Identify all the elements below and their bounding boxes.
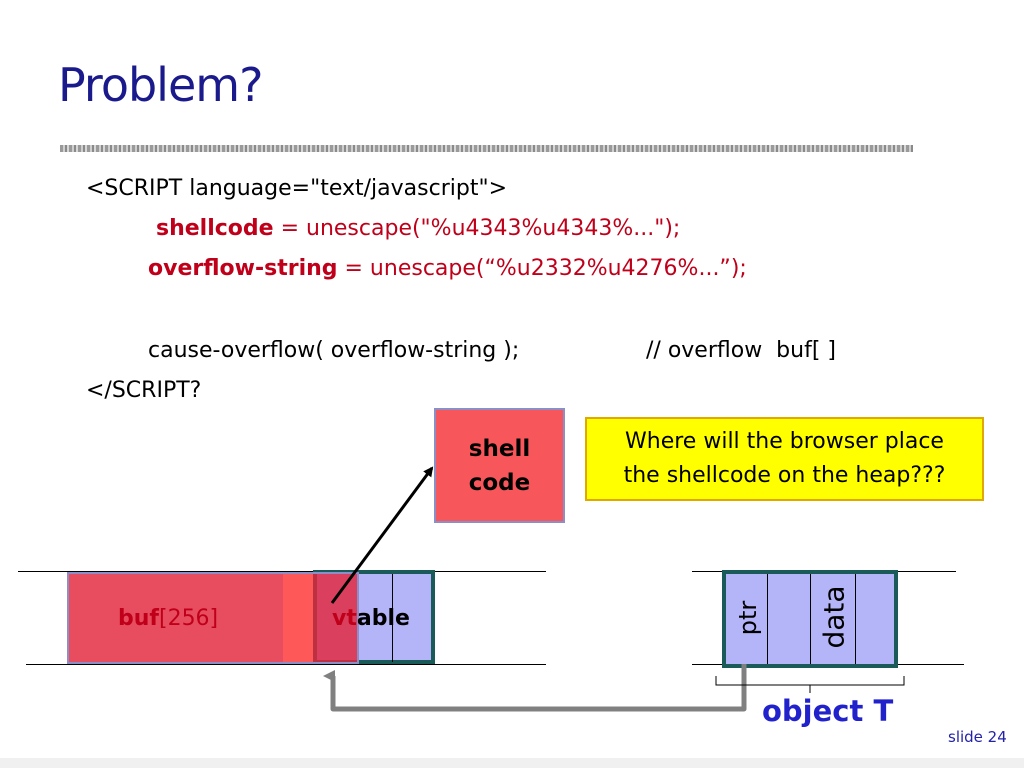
shellcode-box-line1: shell bbox=[468, 435, 531, 462]
slide-title: Problem? bbox=[58, 58, 263, 112]
code-line-cause-overflow: cause-overflow( overflow-string ); bbox=[148, 338, 520, 363]
code-line-shellcode: shellcode = unescape("%u4343%u4343%...")… bbox=[156, 216, 680, 241]
heap-line-top-left bbox=[18, 571, 546, 572]
vtable-divider bbox=[392, 574, 393, 662]
buffer-name: buf bbox=[118, 606, 159, 631]
vtable-label-overwritten: vt bbox=[332, 606, 357, 631]
heap-line-bottom-left bbox=[26, 664, 546, 665]
buffer-label: buf[256] bbox=[118, 606, 218, 631]
code-line-overflow-string: overflow-string = unescape(“%u2332%u4276… bbox=[148, 256, 747, 281]
footer-strip bbox=[0, 758, 1024, 768]
object-divider-1 bbox=[767, 574, 768, 664]
ptr-to-vtable-arrow bbox=[323, 664, 747, 712]
shellcode-keyword: shellcode bbox=[156, 216, 274, 241]
code-line-script-open: <SCRIPT language="text/javascript"> bbox=[86, 176, 507, 201]
callout-line2: the shellcode on the heap??? bbox=[623, 463, 946, 488]
shellcode-box: shell code bbox=[434, 408, 565, 523]
code-comment: // overflow buf[ ] bbox=[646, 338, 836, 363]
vtable-label-rest: able bbox=[356, 606, 410, 631]
vtable-to-shellcode-arrow bbox=[330, 466, 434, 604]
buffer-overflow-region bbox=[283, 574, 313, 662]
vtable-label: vtable bbox=[332, 606, 410, 631]
object-t-label: object T bbox=[762, 694, 894, 728]
question-callout: Where will the browser place the shellco… bbox=[585, 417, 984, 501]
overflow-string-assign: = unescape(“%u2332%u4276%...”); bbox=[337, 256, 747, 281]
overflow-string-keyword: overflow-string bbox=[148, 256, 338, 281]
object-divider-2 bbox=[810, 574, 811, 664]
object-divider-3 bbox=[855, 574, 856, 664]
shellcode-box-line2: code bbox=[468, 469, 531, 496]
shellcode-assign: = unescape("%u4343%u4343%..."); bbox=[273, 216, 681, 241]
callout-line1: Where will the browser place bbox=[625, 429, 944, 454]
title-divider bbox=[60, 145, 913, 152]
code-line-script-close: </SCRIPT? bbox=[86, 378, 202, 403]
slide-number: slide 24 bbox=[948, 728, 1007, 746]
buffer-size: [256] bbox=[158, 606, 219, 631]
